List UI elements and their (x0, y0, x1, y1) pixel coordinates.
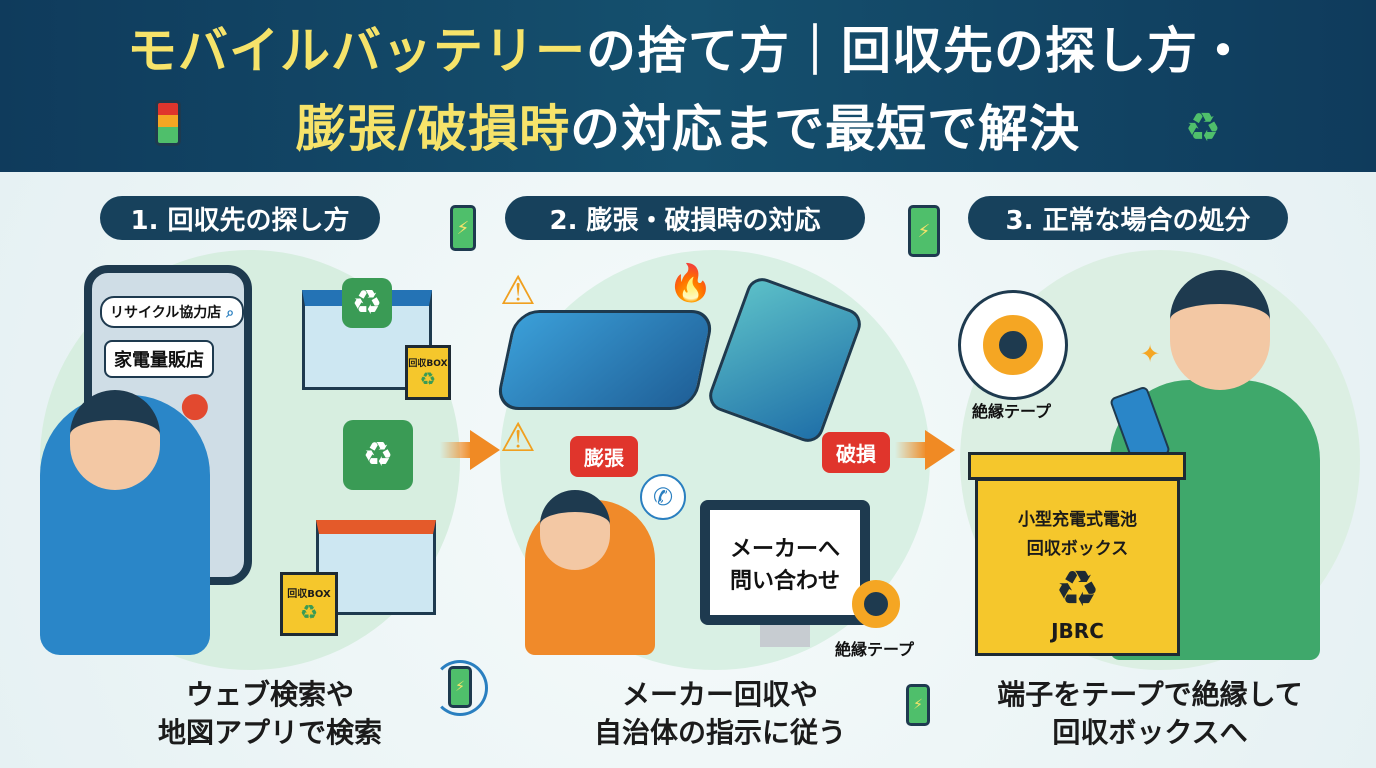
person-head (1170, 270, 1270, 390)
section-3-heading: 3. 正常な場合の処分 (968, 196, 1288, 240)
search-box: リサイクル協力店 ⌕ (100, 296, 245, 328)
section-1-heading: 1. 回収先の探し方 (100, 196, 380, 240)
recycle-icon: ♻ (300, 599, 318, 624)
arrow-icon (470, 430, 500, 470)
title-highlight: モバイルバッテリー (127, 22, 586, 80)
arrow-icon (895, 442, 927, 458)
store-bubble: 家電量販店 (104, 340, 214, 378)
caption-line: メーカー回収や (621, 678, 818, 711)
battery-icon: ⚡ (450, 205, 476, 251)
tape-label: 絶縁テープ (835, 640, 915, 659)
tape-label: 絶縁テープ (972, 402, 1052, 421)
monitor-illustration: メーカーへ問い合わせ (700, 500, 870, 625)
person-head (70, 390, 160, 490)
monitor-text: メーカーへ (729, 536, 840, 562)
warning-icon: ⚠ (500, 268, 536, 314)
caption-line: 回収ボックスへ (1052, 716, 1248, 749)
search-icon: ⌕ (226, 305, 235, 321)
tape-icon-circle (958, 290, 1068, 400)
section-1-caption: ウェブ検索や地図アプリで検索 (110, 676, 430, 752)
section-3-caption: 端子をテープで絶縁して回収ボックスへ (970, 676, 1330, 752)
swelling-badge: 膨張 (570, 436, 638, 477)
search-text: リサイクル協力店 (110, 305, 222, 321)
title-line-1: モバイルバッテリーの捨て方｜回収先の探し方・ (127, 11, 1249, 83)
person-head (540, 490, 610, 570)
monitor-text: 問い合わせ (729, 568, 840, 594)
recycle-icon: ♻ (419, 368, 437, 390)
box-label: 回収ボックス (1026, 539, 1129, 559)
section-2-caption: メーカー回収や自治体の指示に従う (560, 676, 880, 752)
title-text: の対応まで最短で解決 (570, 100, 1081, 158)
title-highlight: 膨張/破損時 (295, 100, 571, 158)
monitor-stand (760, 625, 810, 647)
arrow-icon (440, 442, 472, 458)
box-label: 回収BOX (287, 588, 331, 600)
recycle-icon: ♻ (1185, 105, 1221, 151)
recycle-icon: ♻ (1055, 560, 1100, 618)
battery-icon: ⚡ (448, 666, 472, 708)
title-line-2: 膨張/破損時の対応まで最短で解決 (296, 89, 1080, 161)
box-label: 小型充電式電池 (1018, 510, 1137, 530)
box-brand: JBRC (1051, 619, 1104, 643)
battery-icon: ⚡ (906, 684, 930, 726)
fire-icon: 🔥 (668, 263, 713, 304)
battery-level-icon (155, 100, 181, 146)
recycle-icon: ♻ (342, 278, 392, 328)
recycle-icon: ♻ (343, 420, 413, 490)
swollen-battery-illustration (494, 310, 716, 410)
arrow-icon (925, 430, 955, 470)
caption-line: ウェブ検索や (185, 678, 354, 711)
warning-icon: ⚠ (500, 415, 536, 461)
box-label: 回収BOX (408, 358, 448, 369)
sparkle-icon: ✦ (1140, 340, 1161, 368)
damage-badge: 破損 (822, 432, 890, 473)
collection-box: 回収BOX♻ (405, 345, 451, 400)
phone-call-icon: ✆ (640, 474, 686, 520)
collection-box: 回収BOX♻ (280, 572, 338, 636)
section-2-heading: 2. 膨張・破損時の対応 (505, 196, 865, 240)
caption-line: 地図アプリで検索 (157, 716, 382, 749)
box-lid (968, 452, 1186, 480)
caption-line: 端子をテープで絶縁して (997, 678, 1303, 711)
tape-roll-icon (852, 580, 900, 628)
header-banner: モバイルバッテリーの捨て方｜回収先の探し方・ 膨張/破損時の対応まで最短で解決 (0, 0, 1376, 172)
battery-icon: ⚡ (908, 205, 940, 257)
caption-line: 自治体の指示に従う (593, 716, 846, 749)
title-text: の捨て方｜回収先の探し方・ (586, 22, 1249, 80)
collection-box: 小型充電式電池 回収ボックス ♻ JBRC (975, 478, 1180, 656)
tape-roll-icon (983, 315, 1043, 375)
refresh-icon (432, 660, 488, 716)
